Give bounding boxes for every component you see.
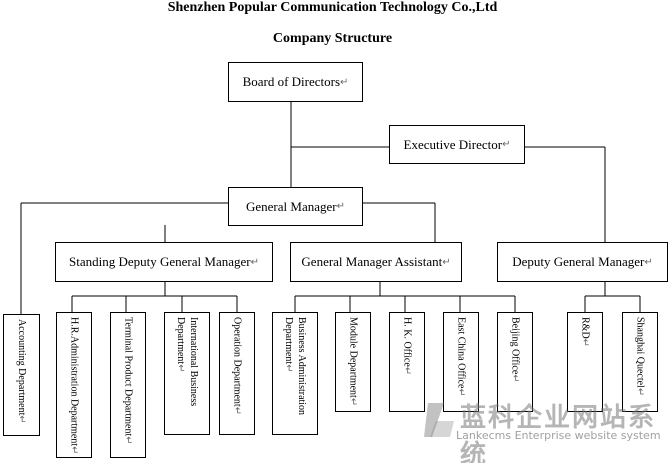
node-standing-deputy-gm: Standing Deputy General Manager↵ bbox=[55, 242, 273, 282]
node-terminal-product: Terminal Product Department↵ bbox=[110, 312, 146, 458]
node-gm-assistant: General Manager Assistant↵ bbox=[290, 242, 462, 282]
watermark-en-text: Lankecms Enterprise website system bbox=[456, 429, 661, 442]
chart-title: Company Structure bbox=[272, 31, 393, 46]
node-hk-office: H. K. Office↵ bbox=[389, 312, 425, 412]
company-title: Shenzhen Popular Communication Technolog… bbox=[167, 0, 498, 15]
watermark-cn-text: 蓝科企业网站系统 bbox=[460, 403, 657, 463]
node-accounting: Accounting Department↵ bbox=[3, 314, 40, 436]
node-executive-director: Executive Director↵ bbox=[389, 125, 525, 164]
node-general-manager: General Manager↵ bbox=[228, 187, 363, 226]
watermark-logo-icon bbox=[424, 403, 454, 437]
node-international-business: International Business Department↵ bbox=[164, 312, 210, 435]
node-board-of-directors: Board of Directors↵ bbox=[228, 62, 363, 102]
node-beijing-office: Beijing Office↵ bbox=[497, 312, 533, 412]
node-shanghai-quectel: Shanghai Quectel↵ bbox=[622, 312, 658, 412]
node-hr-administration: H.R.Administration Department↵ bbox=[56, 312, 92, 458]
node-east-china-office: East China Office↵ bbox=[443, 312, 479, 412]
watermark: 蓝科企业网站系统 Lankecms Enterprise website sys… bbox=[420, 397, 670, 463]
node-business-administration: Business Administration Department↵ bbox=[272, 312, 318, 435]
node-deputy-gm: Deputy General Manager↵ bbox=[497, 242, 668, 282]
node-module: Module Department↵ bbox=[335, 312, 371, 412]
node-operation: Operation Department↵ bbox=[219, 312, 255, 435]
node-rnd: R&D↵ bbox=[567, 312, 603, 412]
